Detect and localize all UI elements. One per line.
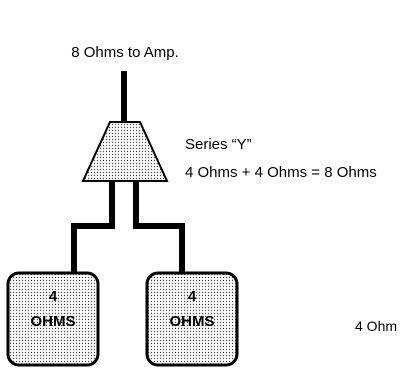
right-speaker-wire xyxy=(133,181,185,272)
amp-lead-wire xyxy=(121,71,127,123)
series-y-title: Series “Y” xyxy=(185,136,252,153)
clipped-ohm-label: 4 Ohm xyxy=(355,318,397,334)
speaker-left-unit: OHMS xyxy=(31,313,76,330)
series-y-junction xyxy=(81,121,169,182)
series-y-equation: 4 Ohms + 4 Ohms = 8 Ohms xyxy=(185,164,377,181)
speaker-right-unit: OHMS xyxy=(170,313,215,330)
speaker-right-value: 4 xyxy=(188,288,197,305)
speaker-box-right xyxy=(145,271,239,367)
amp-connection-label: 8 Ohms to Amp. xyxy=(71,44,179,61)
speaker-box-left xyxy=(6,271,100,367)
left-speaker-wire xyxy=(71,181,115,272)
speaker-left-value: 4 xyxy=(49,288,58,305)
